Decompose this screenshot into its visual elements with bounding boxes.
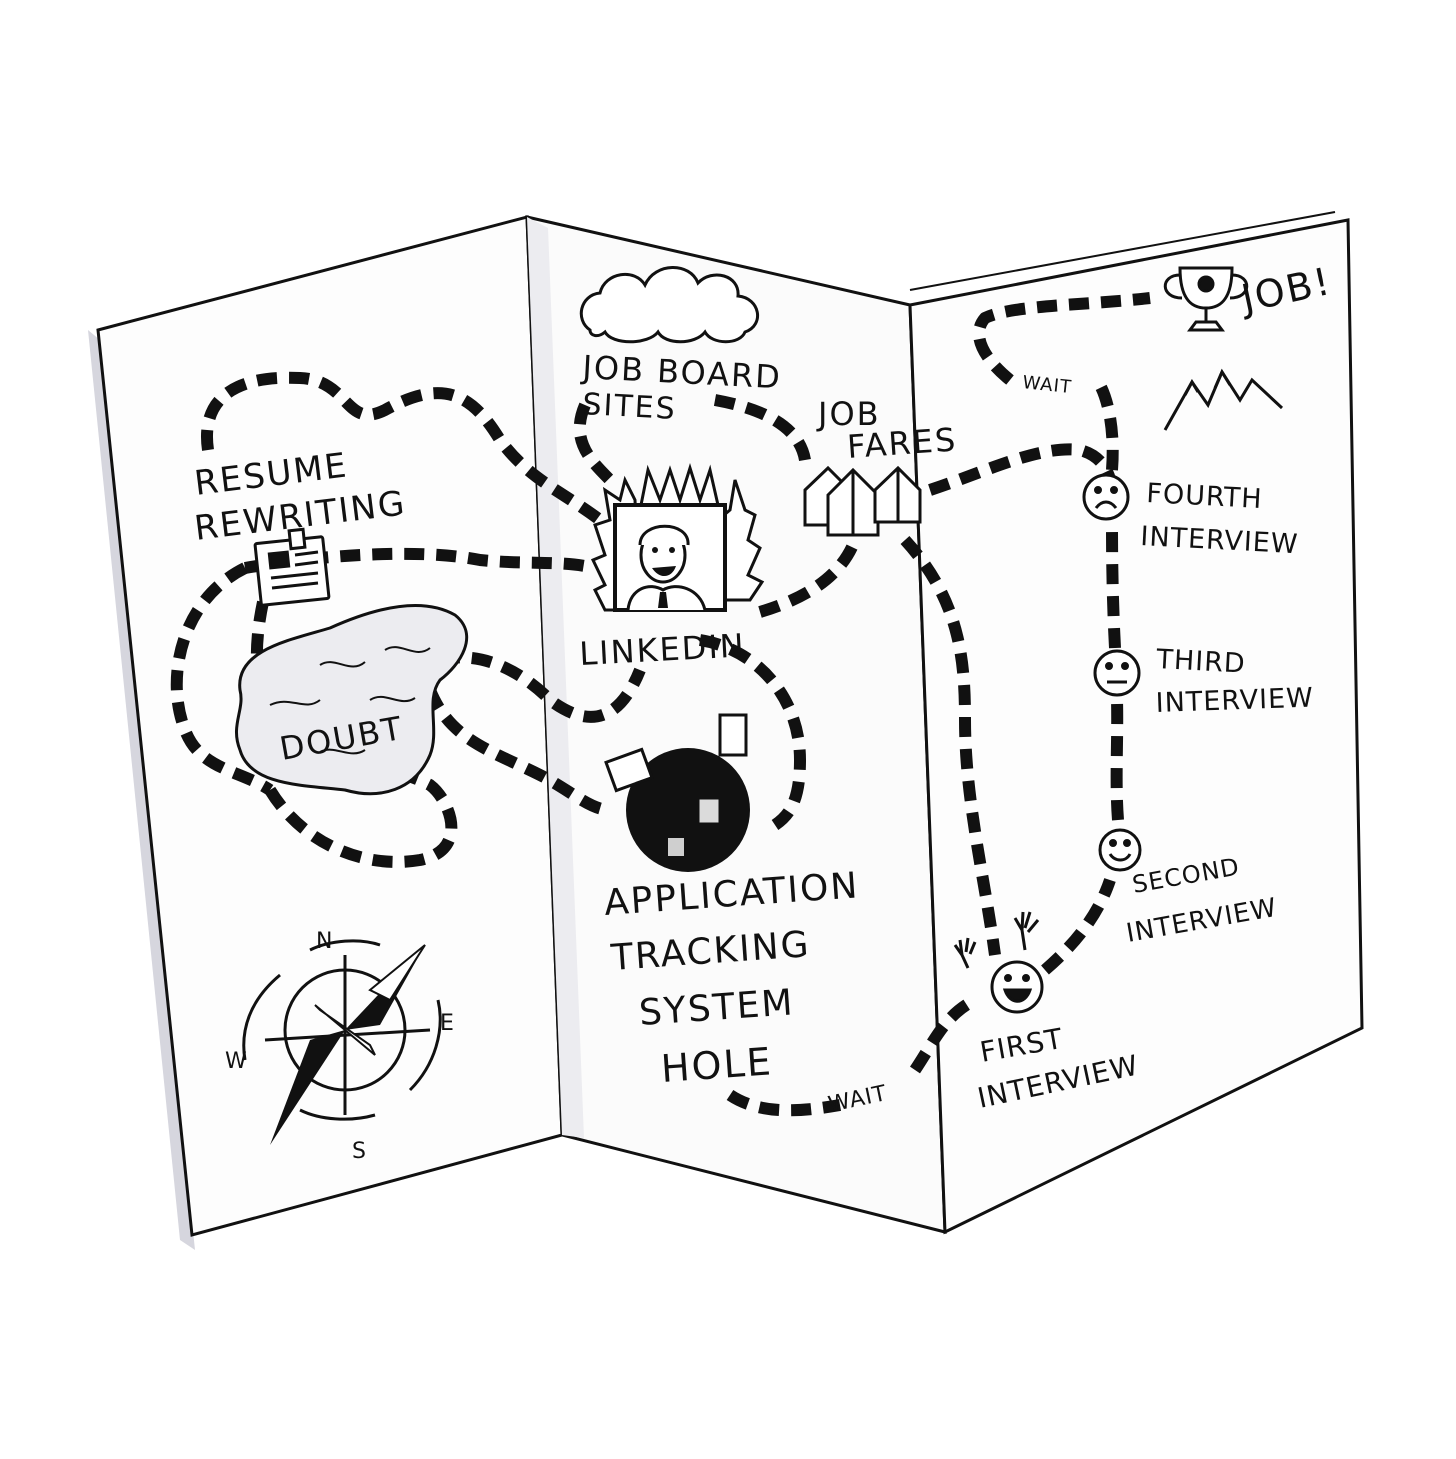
label-fourth-line1: FOURTH <box>1146 478 1264 515</box>
label-linkedin: LINKEDIN <box>578 626 746 673</box>
trail-doubt-lower <box>264 762 458 868</box>
trail-third-to-fourth <box>1106 527 1121 649</box>
label-jobboard-line2: SITES <box>582 387 678 427</box>
trail-linkedin-to-ats <box>698 634 807 830</box>
label-ats-line4: HOLE <box>660 1039 774 1091</box>
trail-jobboard-to-fares <box>713 394 811 462</box>
trail-wait-to-first <box>910 994 978 1074</box>
trail-outer-left <box>170 562 274 796</box>
resume-document-icon <box>253 527 331 607</box>
trophy-icon <box>1163 266 1249 332</box>
compass-s: S <box>352 1139 366 1164</box>
mountains-icon <box>1163 368 1284 431</box>
trail-doubt-to-ats <box>424 687 611 816</box>
black-hole-icon <box>604 713 750 872</box>
compass-w: W <box>225 1049 247 1074</box>
person-portrait-icon <box>613 503 727 612</box>
trail-paths <box>170 292 1151 1117</box>
happy-face-icon <box>990 960 1044 1014</box>
trail-ats-to-first <box>726 1089 842 1117</box>
trail-fares-to-first <box>900 535 1001 956</box>
trail-fares-to-fourth <box>928 443 1116 496</box>
compass-e: E <box>440 1011 454 1036</box>
label-job-fares-line1: JOB <box>816 395 881 433</box>
trail-second-to-third <box>1110 699 1124 821</box>
cloud-icon <box>579 266 760 344</box>
sad-face-icon <box>1082 473 1130 521</box>
trail-resume-loop <box>201 371 604 525</box>
trail-resume-to-doubt <box>250 600 269 702</box>
map-fold-shade <box>527 217 584 1138</box>
labels: RESUME REWRITING DOUBT JOB BOARD SITES L… <box>192 259 1335 1164</box>
houses-icon <box>803 465 922 537</box>
doubt-lake-icon <box>235 603 469 796</box>
label-third-line1: THIRD <box>1155 644 1247 680</box>
trail-doubt-to-linkedin <box>438 651 646 723</box>
compass-icon <box>242 939 442 1145</box>
map-top-edge-back <box>909 211 1336 291</box>
hands-up-icon <box>953 911 1040 969</box>
trail-linkedin-to-fares <box>758 537 861 618</box>
label-job-fares-line2: FARES <box>846 420 959 466</box>
trail-jobboard-to-linkedin <box>573 402 615 485</box>
trail-first-to-second <box>1041 878 1116 975</box>
neutral-face-icon <box>1093 649 1141 697</box>
label-third-line2: INTERVIEW <box>1155 682 1314 719</box>
trail-wait-to-job <box>973 292 1151 385</box>
trail-fourth-to-wait <box>1094 382 1119 471</box>
compass-n: N <box>316 929 332 954</box>
label-wait-top: WAIT <box>1021 372 1072 398</box>
smile-face-icon <box>1098 828 1142 872</box>
